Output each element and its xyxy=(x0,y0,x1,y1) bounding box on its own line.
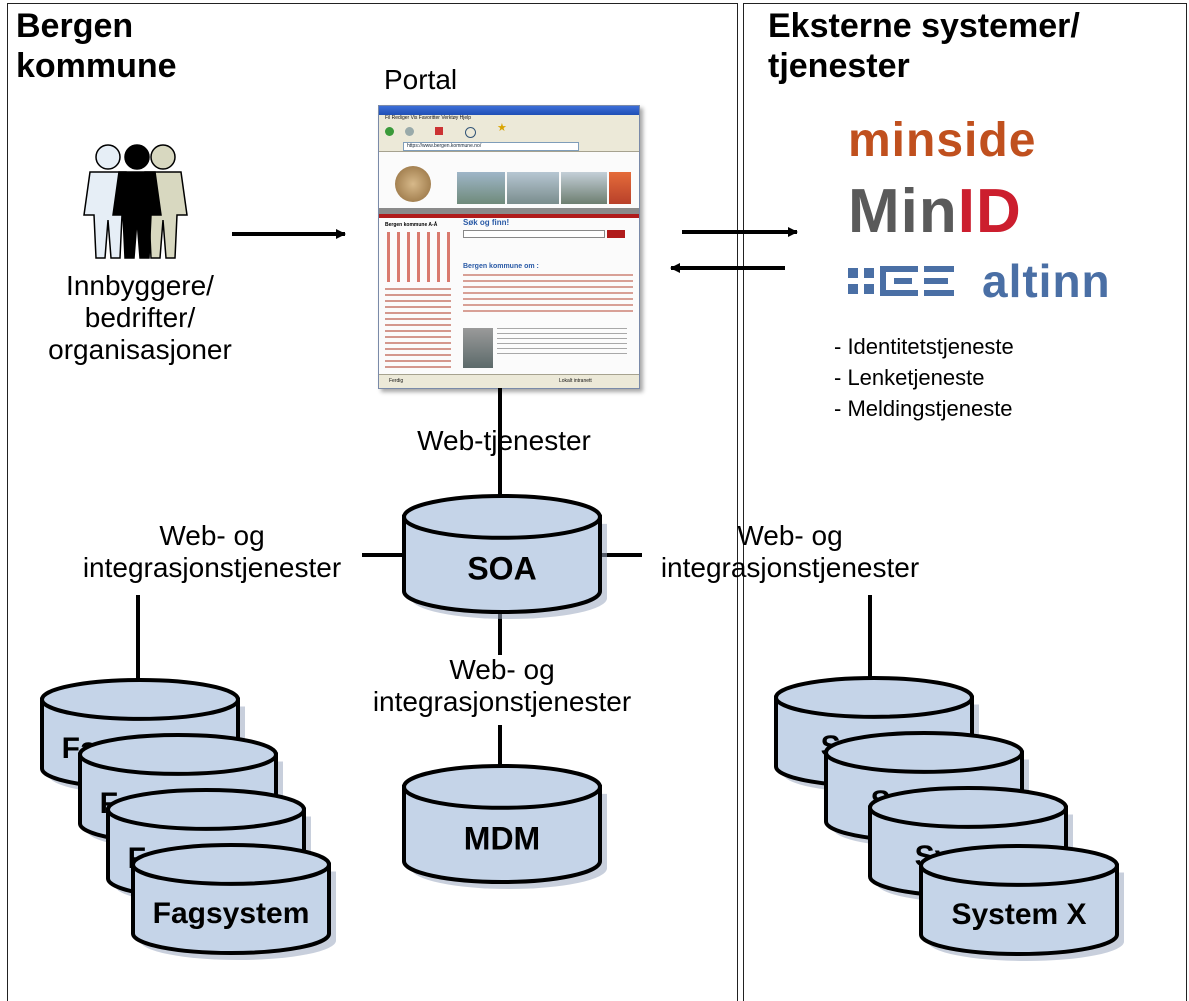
web-integration-label-right: Web- og integrasjonstjenester xyxy=(660,520,920,583)
service-identity: - Identitetstjeneste xyxy=(834,334,1014,359)
news-text xyxy=(497,328,627,356)
browser-search-input xyxy=(463,230,605,238)
person-icon xyxy=(112,144,162,259)
mdm-database: MDM xyxy=(402,764,607,890)
service-link: - Lenketjeneste xyxy=(834,365,985,390)
bergen-crest-icon xyxy=(395,166,431,202)
external-systems-title: Eksterne systemer/ tjenester xyxy=(768,7,1080,85)
browser-search-heading: Søk og finn! xyxy=(463,218,510,227)
nav-strip xyxy=(379,208,639,214)
system-x-database-label: System X xyxy=(951,898,1086,931)
minid-logo-min: Min xyxy=(848,177,958,246)
soa-database: SOA xyxy=(402,494,607,619)
altinn-mark-icon xyxy=(848,262,960,300)
bergen-kommune-panel xyxy=(7,3,738,1001)
system-x-database: System X xyxy=(919,844,1124,961)
external-systems-panel xyxy=(743,3,1187,1001)
back-icon xyxy=(385,127,394,136)
browser-address-bar: https://www.bergen.kommune.no/ xyxy=(379,140,639,152)
browser-page: Bergen kommune A-Å Søk og finn! Bergen k… xyxy=(379,152,639,374)
banner-photo xyxy=(561,172,607,204)
news-photo xyxy=(463,328,493,368)
minside-logo: minside xyxy=(848,114,1037,167)
browser-search-button xyxy=(607,230,625,238)
banner-photo xyxy=(609,172,631,204)
browser-side-heading: Bergen kommune A-Å xyxy=(385,222,438,228)
fagsystem-database-label: Fagsystem xyxy=(153,897,310,930)
status-left: Ferdig xyxy=(389,378,404,384)
favorites-icon: ★ xyxy=(497,122,507,134)
browser-section-heading: Bergen kommune om : xyxy=(463,263,539,270)
link-list xyxy=(385,288,451,368)
web-services-label: Web-tjenester xyxy=(394,425,614,457)
search-icon xyxy=(465,127,476,138)
bergen-kommune-title: Bergen kommune xyxy=(16,7,177,85)
soa-database-label: SOA xyxy=(467,551,536,587)
web-integration-label-bottom: Web- og integrasjonstjenester xyxy=(342,654,662,718)
browser-statusbar: Ferdig Lokalt intranett xyxy=(379,374,639,388)
altinn-logo: altinn xyxy=(982,255,1111,307)
browser-menu: Fil Rediger Vis Favoritter Verktøy Hjelp xyxy=(379,115,639,124)
service-message: - Meldingstjeneste xyxy=(834,396,1013,421)
minid-logo-id: ID xyxy=(957,177,1022,246)
a-z-index xyxy=(387,232,457,282)
minid-logo: MinID xyxy=(848,178,1022,246)
portal-browser-screenshot: Fil Rediger Vis Favoritter Verktøy Hjelp… xyxy=(378,105,640,389)
browser-titlebar xyxy=(379,106,639,115)
forward-icon xyxy=(405,127,414,136)
stop-icon xyxy=(435,127,443,135)
users-label: Innbyggere/ bedrifter/ organisasjoner xyxy=(48,270,232,365)
topic-list xyxy=(463,274,633,316)
address-field: https://www.bergen.kommune.no/ xyxy=(403,142,579,151)
fagsystem-database: Fagsystem xyxy=(131,843,336,960)
banner-photo xyxy=(457,172,505,204)
portal-label: Portal xyxy=(384,64,458,95)
web-integration-label-left: Web- og integrasjonstjenester xyxy=(82,520,342,583)
red-rule xyxy=(379,214,639,218)
status-right: Lokalt intranett xyxy=(559,378,592,384)
mdm-database-label: MDM xyxy=(464,821,540,857)
banner-photo xyxy=(507,172,559,204)
